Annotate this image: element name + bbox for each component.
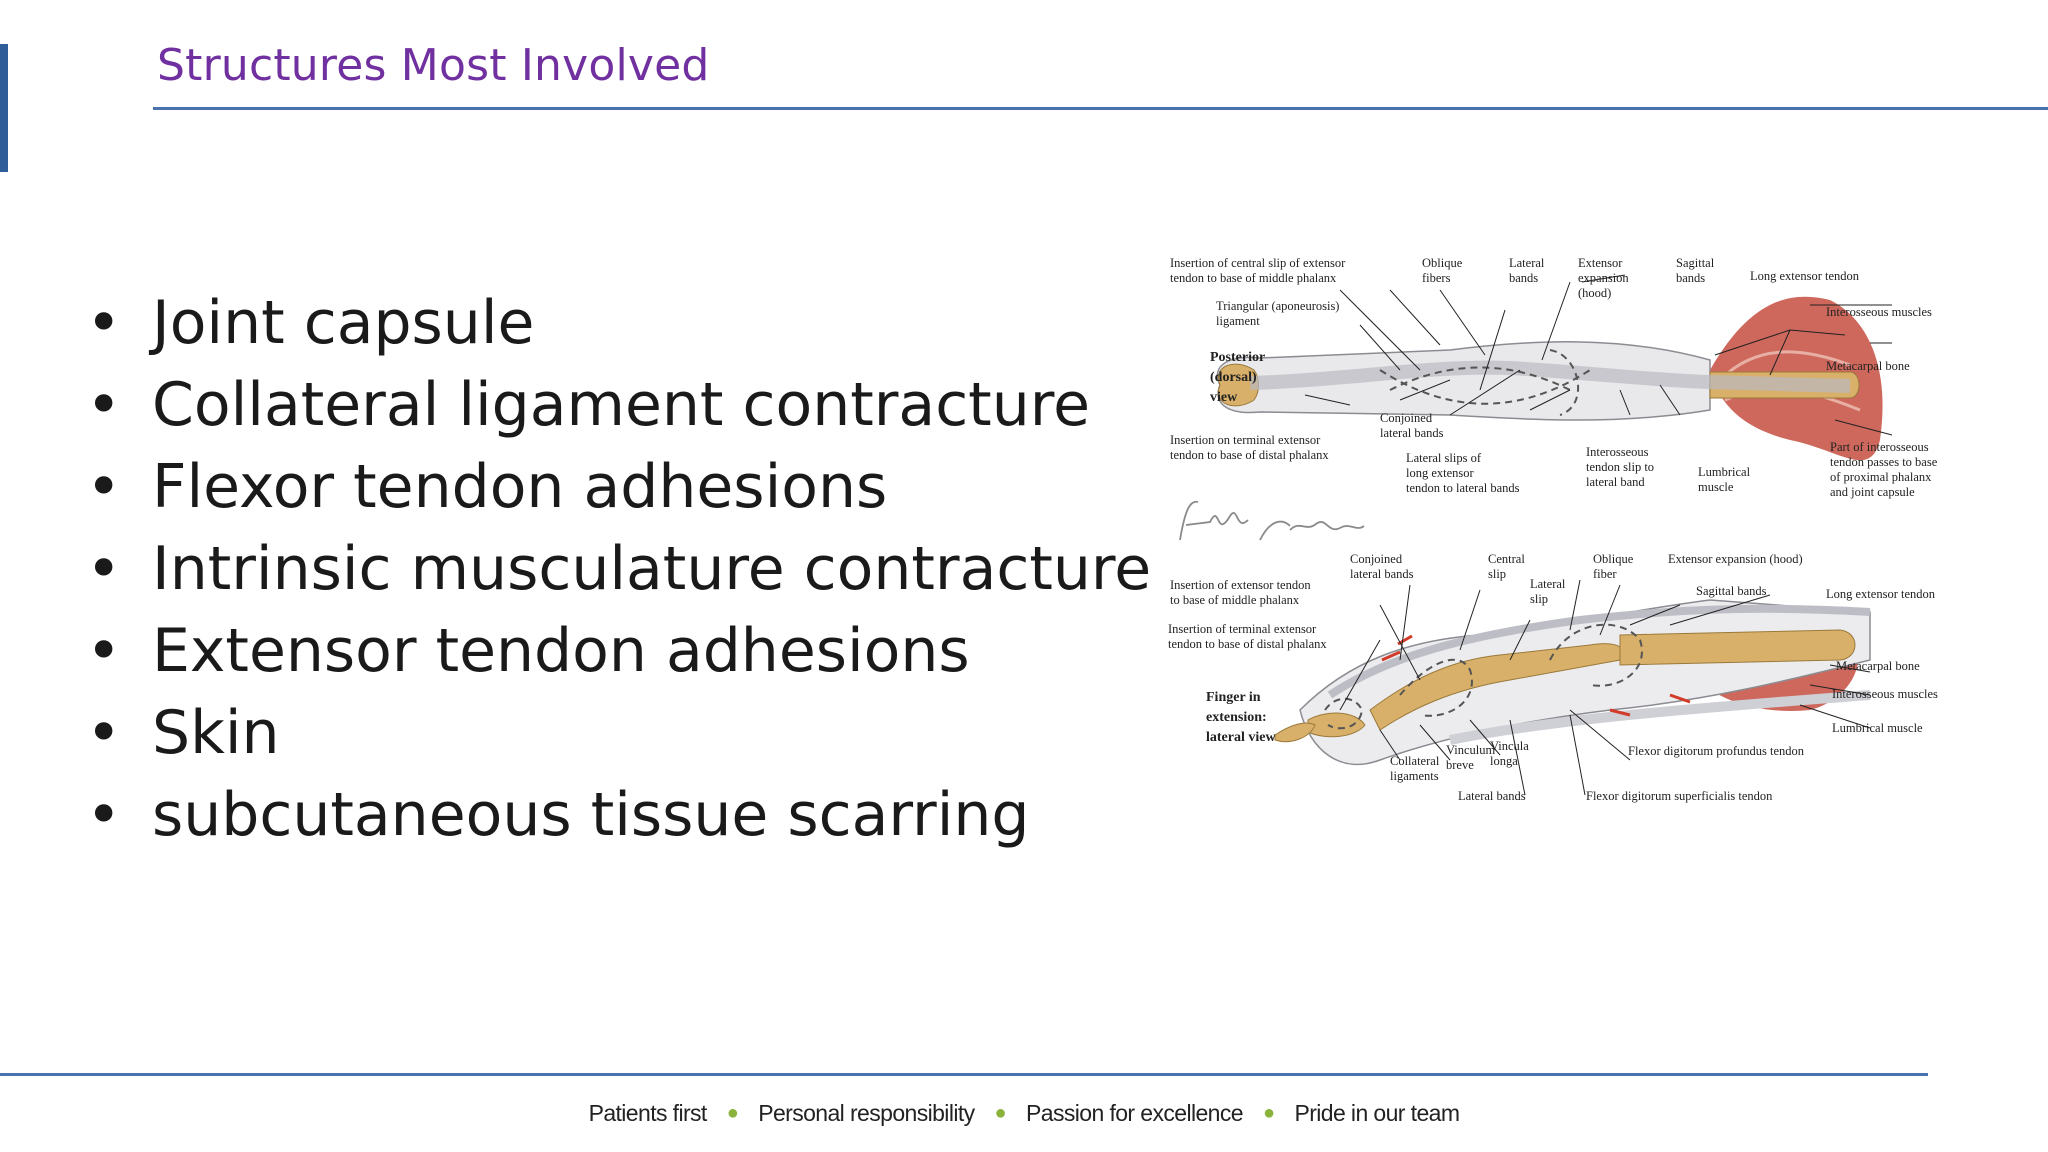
label-interosseous-slip-line-2: tendon slip to	[1586, 460, 1654, 474]
label-triangular-ligament-line-1: Triangular (aponeurosis)	[1216, 299, 1339, 313]
label-lateral-bands-line-2: bands	[1509, 271, 1538, 285]
label-lateral-slip-line-2: slip	[1530, 592, 1548, 606]
label-vincula-longa-line-2: longa	[1490, 754, 1518, 768]
label-lateral-metacarpal-bone: Metacarpal bone	[1836, 659, 1920, 673]
bullet-list: •Joint capsule •Collateral ligament cont…	[86, 282, 1151, 856]
label-lateral-slips-line-3: tendon to lateral bands	[1406, 481, 1520, 495]
label-insertion-terminal-line-2: tendon to base of distal phalanx	[1168, 637, 1327, 651]
label-part-interosseous-line-4: and joint capsule	[1830, 485, 1915, 499]
footer-rule	[0, 1073, 1928, 1076]
label-terminal-insertion-line-2: tendon to base of distal phalanx	[1170, 448, 1329, 462]
bullet-item: •subcutaneous tissue scarring	[86, 774, 1151, 856]
label-dorsal-view-line-3: view	[1210, 390, 1238, 405]
bullet-item: •Skin	[86, 692, 1151, 774]
label-lateral-view-line-2: extension:	[1206, 710, 1267, 725]
slide-title: Structures Most Involved	[157, 40, 710, 91]
bullet-item: •Extensor tendon adhesions	[86, 610, 1151, 692]
label-insertion-terminal-line-1: Insertion of terminal extensor	[1168, 622, 1317, 636]
label-lateral-interosseous-muscles: Interosseous muscles	[1832, 687, 1938, 701]
label-central-slip-insertion-line-1: Insertion of central slip of extensor	[1170, 256, 1346, 270]
footer-separator-dot-icon: ●	[994, 1102, 1007, 1124]
artist-signature-icon	[1179, 500, 1365, 541]
label-extensor-expansion-line-2: expansion	[1578, 271, 1629, 285]
label-interosseous-slip-line-3: lateral band	[1586, 475, 1645, 489]
lateral-view-drawing	[1274, 599, 1871, 766]
label-vinculum-breve-line-2: breve	[1446, 758, 1474, 772]
footer-value-personal-responsibility: Personal responsibility	[758, 1100, 975, 1126]
footer-value-pride-in-our-team: Pride in our team	[1294, 1100, 1460, 1126]
label-dorsal-view-line-1: Posterior	[1210, 350, 1265, 365]
label-fds-tendon: Flexor digitorum superficialis tendon	[1586, 789, 1773, 803]
bullet-dot-icon: •	[86, 452, 122, 522]
label-sagittal-bands-line-2: bands	[1676, 271, 1705, 285]
bullet-item: •Flexor tendon adhesions	[86, 446, 1151, 528]
label-insertion-middle-line-2: to base of middle phalanx	[1170, 593, 1300, 607]
label-lateral-conjoined-line-1: Conjoined	[1350, 552, 1403, 566]
footer-value-passion-for-excellence: Passion for excellence	[1026, 1100, 1244, 1126]
label-oblique-fibers-line-2: fibers	[1422, 271, 1451, 285]
label-dorsal-view-line-2: (dorsal)	[1210, 370, 1257, 385]
label-lateral-conjoined-line-2: lateral bands	[1350, 567, 1414, 581]
label-sagittal-bands-line-1: Sagittal	[1676, 256, 1715, 270]
label-long-extensor-tendon: Long extensor tendon	[1750, 269, 1860, 283]
bullet-dot-icon: •	[86, 370, 122, 440]
label-lateral-view-line-3: lateral view	[1206, 730, 1276, 745]
label-lumbrical-muscle-line-2: muscle	[1698, 480, 1734, 494]
bullet-dot-icon: •	[86, 698, 122, 768]
label-lateral-bands-bottom: Lateral bands	[1458, 789, 1526, 803]
label-extensor-expansion-line-3: (hood)	[1578, 286, 1611, 300]
bullet-dot-icon: •	[86, 288, 122, 358]
label-vinculum-breve-line-1: Vinculum	[1446, 743, 1496, 757]
label-vincula-longa-line-1: Vincula	[1490, 739, 1529, 753]
label-lateral-slip-line-1: Lateral	[1530, 577, 1566, 591]
label-part-interosseous-line-1: Part of interosseous	[1830, 440, 1929, 454]
label-metacarpal-bone: Metacarpal bone	[1826, 359, 1910, 373]
label-interosseous-slip-line-1: Interosseous	[1586, 445, 1649, 459]
footer-values: Patients first ● Personal responsibility ● P…	[0, 1100, 2048, 1127]
lateral-leader-lines	[1339, 579, 1871, 796]
finger-anatomy-illustration: Insertion of central slip of extensor te…	[1150, 240, 1980, 820]
label-lateral-long-extensor: Long extensor tendon	[1826, 587, 1936, 601]
dorsal-view-drawing	[1216, 296, 1883, 461]
label-collateral-ligaments-line-2: ligaments	[1390, 769, 1439, 783]
label-central-slip-line-1: Central	[1488, 552, 1525, 566]
label-lateral-extensor-expansion: Extensor expansion (hood)	[1668, 552, 1803, 566]
label-fdp-tendon: Flexor digitorum profundus tendon	[1628, 744, 1805, 758]
bullet-item: •Collateral ligament contracture	[86, 364, 1151, 446]
label-conjoined-lateral-bands-line-1: Conjoined	[1380, 411, 1433, 425]
label-central-slip-insertion-line-2: tendon to base of middle phalanx	[1170, 271, 1337, 285]
label-lateral-slips-line-1: Lateral slips of	[1406, 451, 1482, 465]
label-oblique-fiber-line-1: Oblique	[1593, 552, 1634, 566]
label-lateral-sagittal-bands: Sagittal bands	[1696, 584, 1767, 598]
bullet-item: •Joint capsule	[86, 282, 1151, 364]
bullet-dot-icon: •	[86, 780, 122, 850]
finger-anatomy-svg: Insertion of central slip of extensor te…	[1168, 256, 1938, 803]
label-collateral-ligaments-line-1: Collateral	[1390, 754, 1440, 768]
bullet-dot-icon: •	[86, 534, 122, 604]
label-central-slip-line-2: slip	[1488, 567, 1506, 581]
label-insertion-middle-line-1: Insertion of extensor tendon	[1170, 578, 1311, 592]
label-conjoined-lateral-bands-line-2: lateral bands	[1380, 426, 1444, 440]
label-lateral-view-line-1: Finger in	[1206, 690, 1261, 705]
label-lateral-lumbrical-muscle: Lumbrical muscle	[1832, 721, 1923, 735]
accent-bar	[0, 44, 8, 172]
label-part-interosseous-line-3: of proximal phalanx	[1830, 470, 1932, 484]
label-lateral-bands-line-1: Lateral	[1509, 256, 1545, 270]
dorsal-leader-lines	[1304, 274, 1893, 436]
label-part-interosseous-line-2: tendon passes to base	[1830, 455, 1938, 469]
bullet-item: •Intrinsic musculature contracture	[86, 528, 1151, 610]
footer-separator-dot-icon: ●	[726, 1102, 739, 1124]
footer-separator-dot-icon: ●	[1262, 1102, 1275, 1124]
label-oblique-fiber-line-2: fiber	[1593, 567, 1617, 581]
footer-value-patients-first: Patients first	[588, 1100, 708, 1126]
label-triangular-ligament-line-2: ligament	[1216, 314, 1260, 328]
label-lumbrical-muscle-line-1: Lumbrical	[1698, 465, 1751, 479]
bullet-dot-icon: •	[86, 616, 122, 686]
label-terminal-insertion-line-1: Insertion on terminal extensor	[1170, 433, 1321, 447]
label-extensor-expansion-line-1: Extensor	[1578, 256, 1623, 270]
title-underline	[153, 107, 2048, 110]
label-oblique-fibers-line-1: Oblique	[1422, 256, 1463, 270]
label-lateral-slips-line-2: long extensor	[1406, 466, 1475, 480]
label-interosseous-muscles: Interosseous muscles	[1826, 305, 1932, 319]
